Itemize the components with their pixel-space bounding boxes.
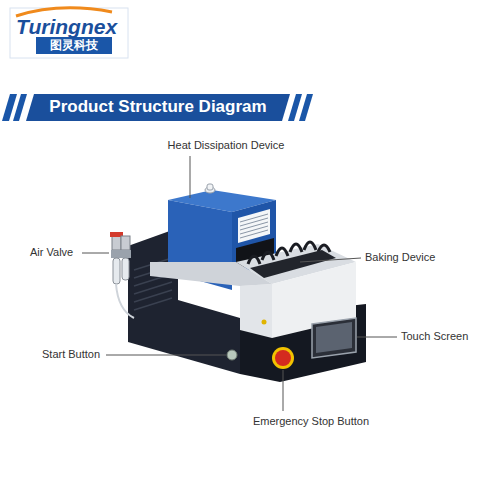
leader-lines-shape [106, 355, 226, 356]
heat-dissipation-cabinet-shape-shape [240, 226, 268, 234]
heat-dissipation-cabinet-shape-shape [240, 218, 268, 226]
part-label: Air Valve [30, 246, 73, 259]
part-label: Touch Screen [401, 330, 468, 343]
title-banner [2, 94, 313, 121]
baking-tray-shape [262, 320, 267, 325]
control-panel-shape [227, 350, 237, 360]
baking-tray-shape-shape [290, 244, 302, 252]
leader-lines-shape [82, 253, 109, 254]
air-valve-part-shape [116, 284, 134, 318]
air-valve-part-shape [113, 258, 120, 284]
heat-dissipation-cabinet-shape-shape [240, 214, 268, 222]
part-label: Emergency Stop Button [253, 415, 369, 428]
air-valve-part-shape [111, 250, 131, 258]
logo-chinese: 图灵科技 [50, 38, 98, 52]
part-label: Baking Device [365, 251, 435, 264]
air-valve-part-shape [112, 236, 121, 250]
control-panel [227, 318, 356, 369]
baking-tray-shape-shape [262, 252, 274, 260]
leader-lines-shape [300, 258, 361, 262]
machine-base-shape-shape [134, 298, 172, 310]
control-panel-shape [316, 322, 352, 353]
leader-lines-shape [357, 337, 397, 338]
logo-shape [16, 8, 112, 16]
heat-dissipation-cabinet-shape [207, 184, 213, 190]
logo [10, 8, 128, 58]
title-banner-shape [26, 94, 290, 121]
leader-lines-shape [190, 156, 191, 198]
control-panel-shape [272, 347, 294, 369]
air-valve-part-shape [121, 236, 130, 250]
leader-lines [82, 156, 397, 411]
logo-shape [36, 37, 112, 54]
baking-tray-shape [240, 284, 272, 338]
baking-tray-shape-shape [304, 242, 316, 250]
heat-dissipation-cabinet-shape-shape [240, 222, 268, 230]
air-valve-part [110, 232, 134, 318]
part-label: Start Button [42, 348, 100, 361]
control-panel-shape [275, 350, 291, 366]
baking-tray-shape [150, 262, 272, 286]
heat-dissipation-cabinet-shape-shape [240, 230, 268, 238]
heat-dissipation-cabinet-shape [238, 209, 270, 243]
title-banner-shape [13, 94, 27, 121]
baking-tray-shape [250, 250, 336, 278]
part-label: Heat Dissipation Device [168, 139, 285, 152]
title-banner-shape [288, 94, 302, 121]
logo-shape [10, 8, 128, 58]
logo-text: Turingnex [16, 14, 117, 39]
machine-base [128, 228, 366, 382]
banner-title: Product Structure Diagram [49, 97, 266, 117]
leader-lines-shape [283, 370, 284, 411]
title-banner-shape [299, 94, 313, 121]
baking-tray-shape-shape [276, 248, 288, 256]
heat-dissipation-cabinet-shape [240, 214, 268, 238]
baking-tray-shape-shape [248, 256, 260, 264]
control-panel-shape [312, 318, 356, 358]
air-valve-part-shape [122, 258, 129, 280]
